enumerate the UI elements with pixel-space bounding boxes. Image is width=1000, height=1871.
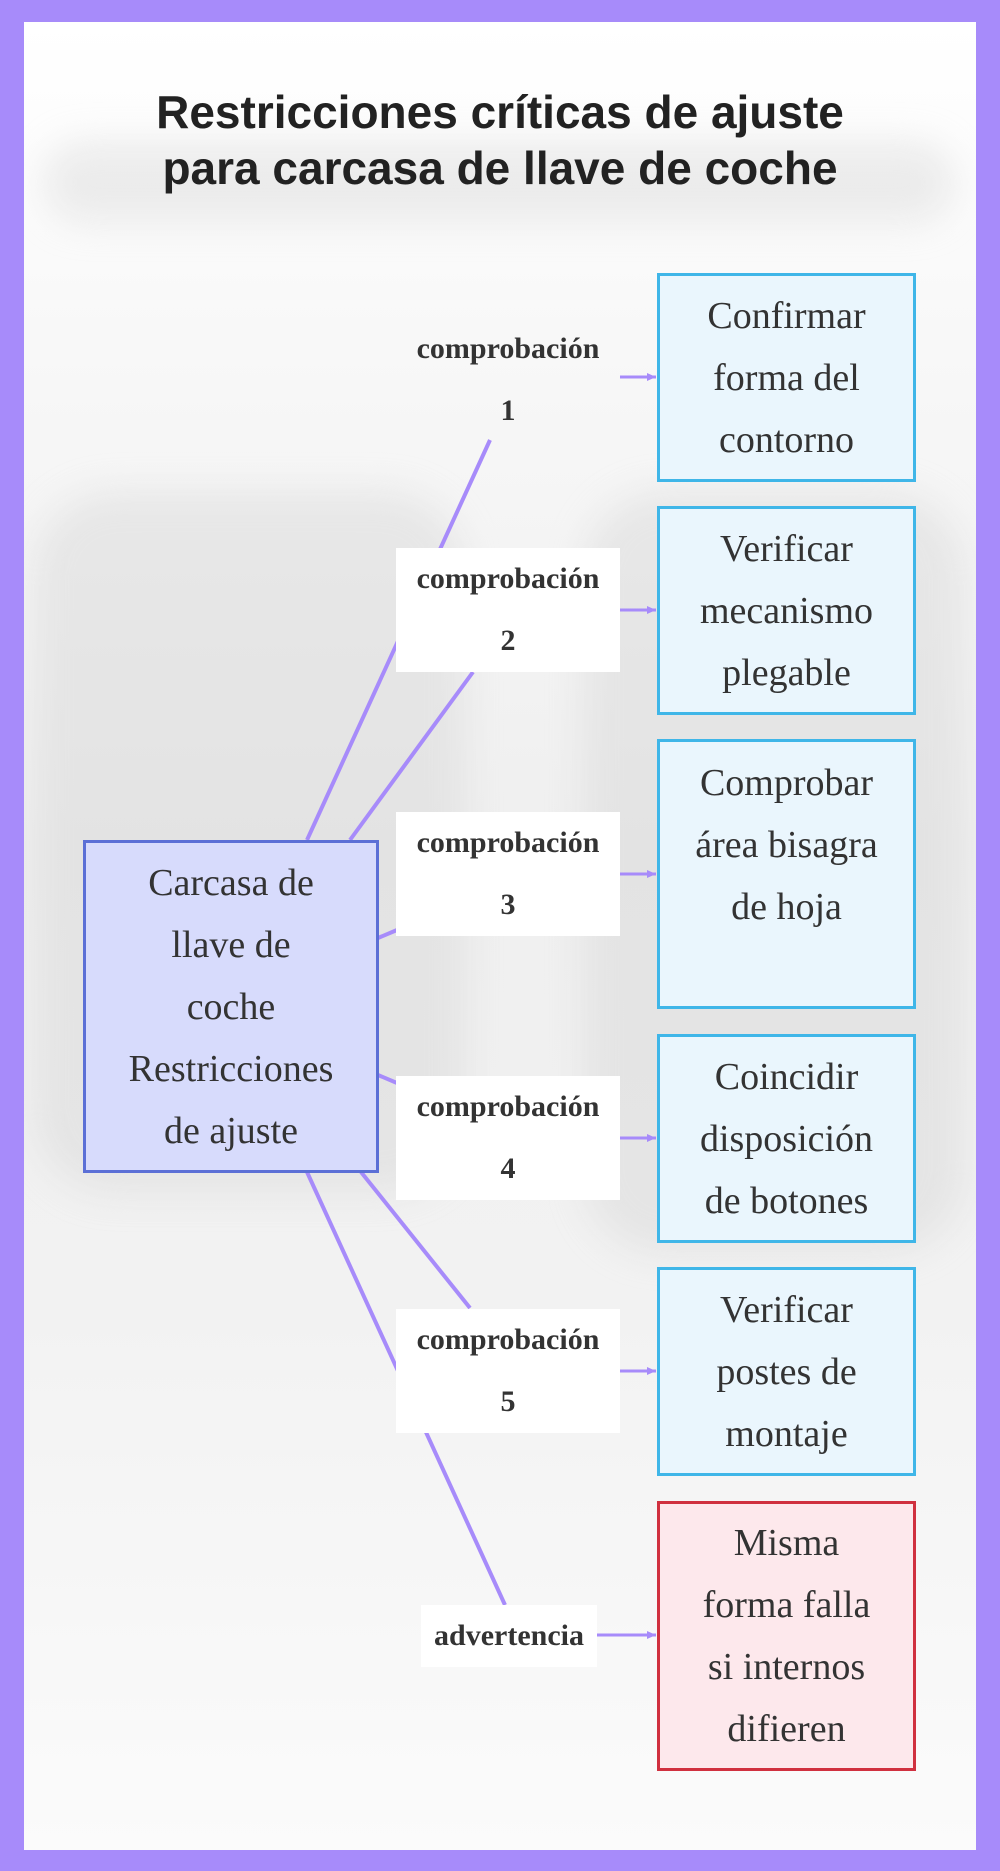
check-3-node: Comprobar área bisagra de hoja	[657, 739, 916, 1009]
edge-label-check-3: comprobación 3	[396, 812, 620, 936]
check-4-node: Coincidir disposición de botones	[657, 1034, 916, 1243]
edge-label-check-1: comprobación 1	[416, 332, 600, 427]
center-node: Carcasa de llave de coche Restricciones …	[83, 840, 379, 1173]
check-1-node: Confirmar forma del contorno	[657, 273, 916, 482]
diagram-title: Restricciones críticas de ajuste para ca…	[156, 86, 844, 194]
edge-label-warning: advertencia	[421, 1605, 597, 1667]
edge-center-check-4	[377, 1073, 398, 1085]
edge-label-check-2: comprobación 2	[396, 548, 620, 672]
warning-node: Misma forma falla si internos difieren	[657, 1501, 916, 1771]
edge-label-check-5: comprobación 5	[396, 1309, 620, 1433]
edge-center-check-2	[348, 670, 475, 842]
edge-center-check-3	[377, 928, 398, 940]
edge-center-check-5	[359, 1170, 472, 1310]
edge-label-check-4: comprobación 4	[396, 1076, 620, 1200]
check-5-node: Verificar postes de montaje	[657, 1267, 916, 1476]
check-2-node: Verificar mecanismo plegable	[657, 506, 916, 715]
